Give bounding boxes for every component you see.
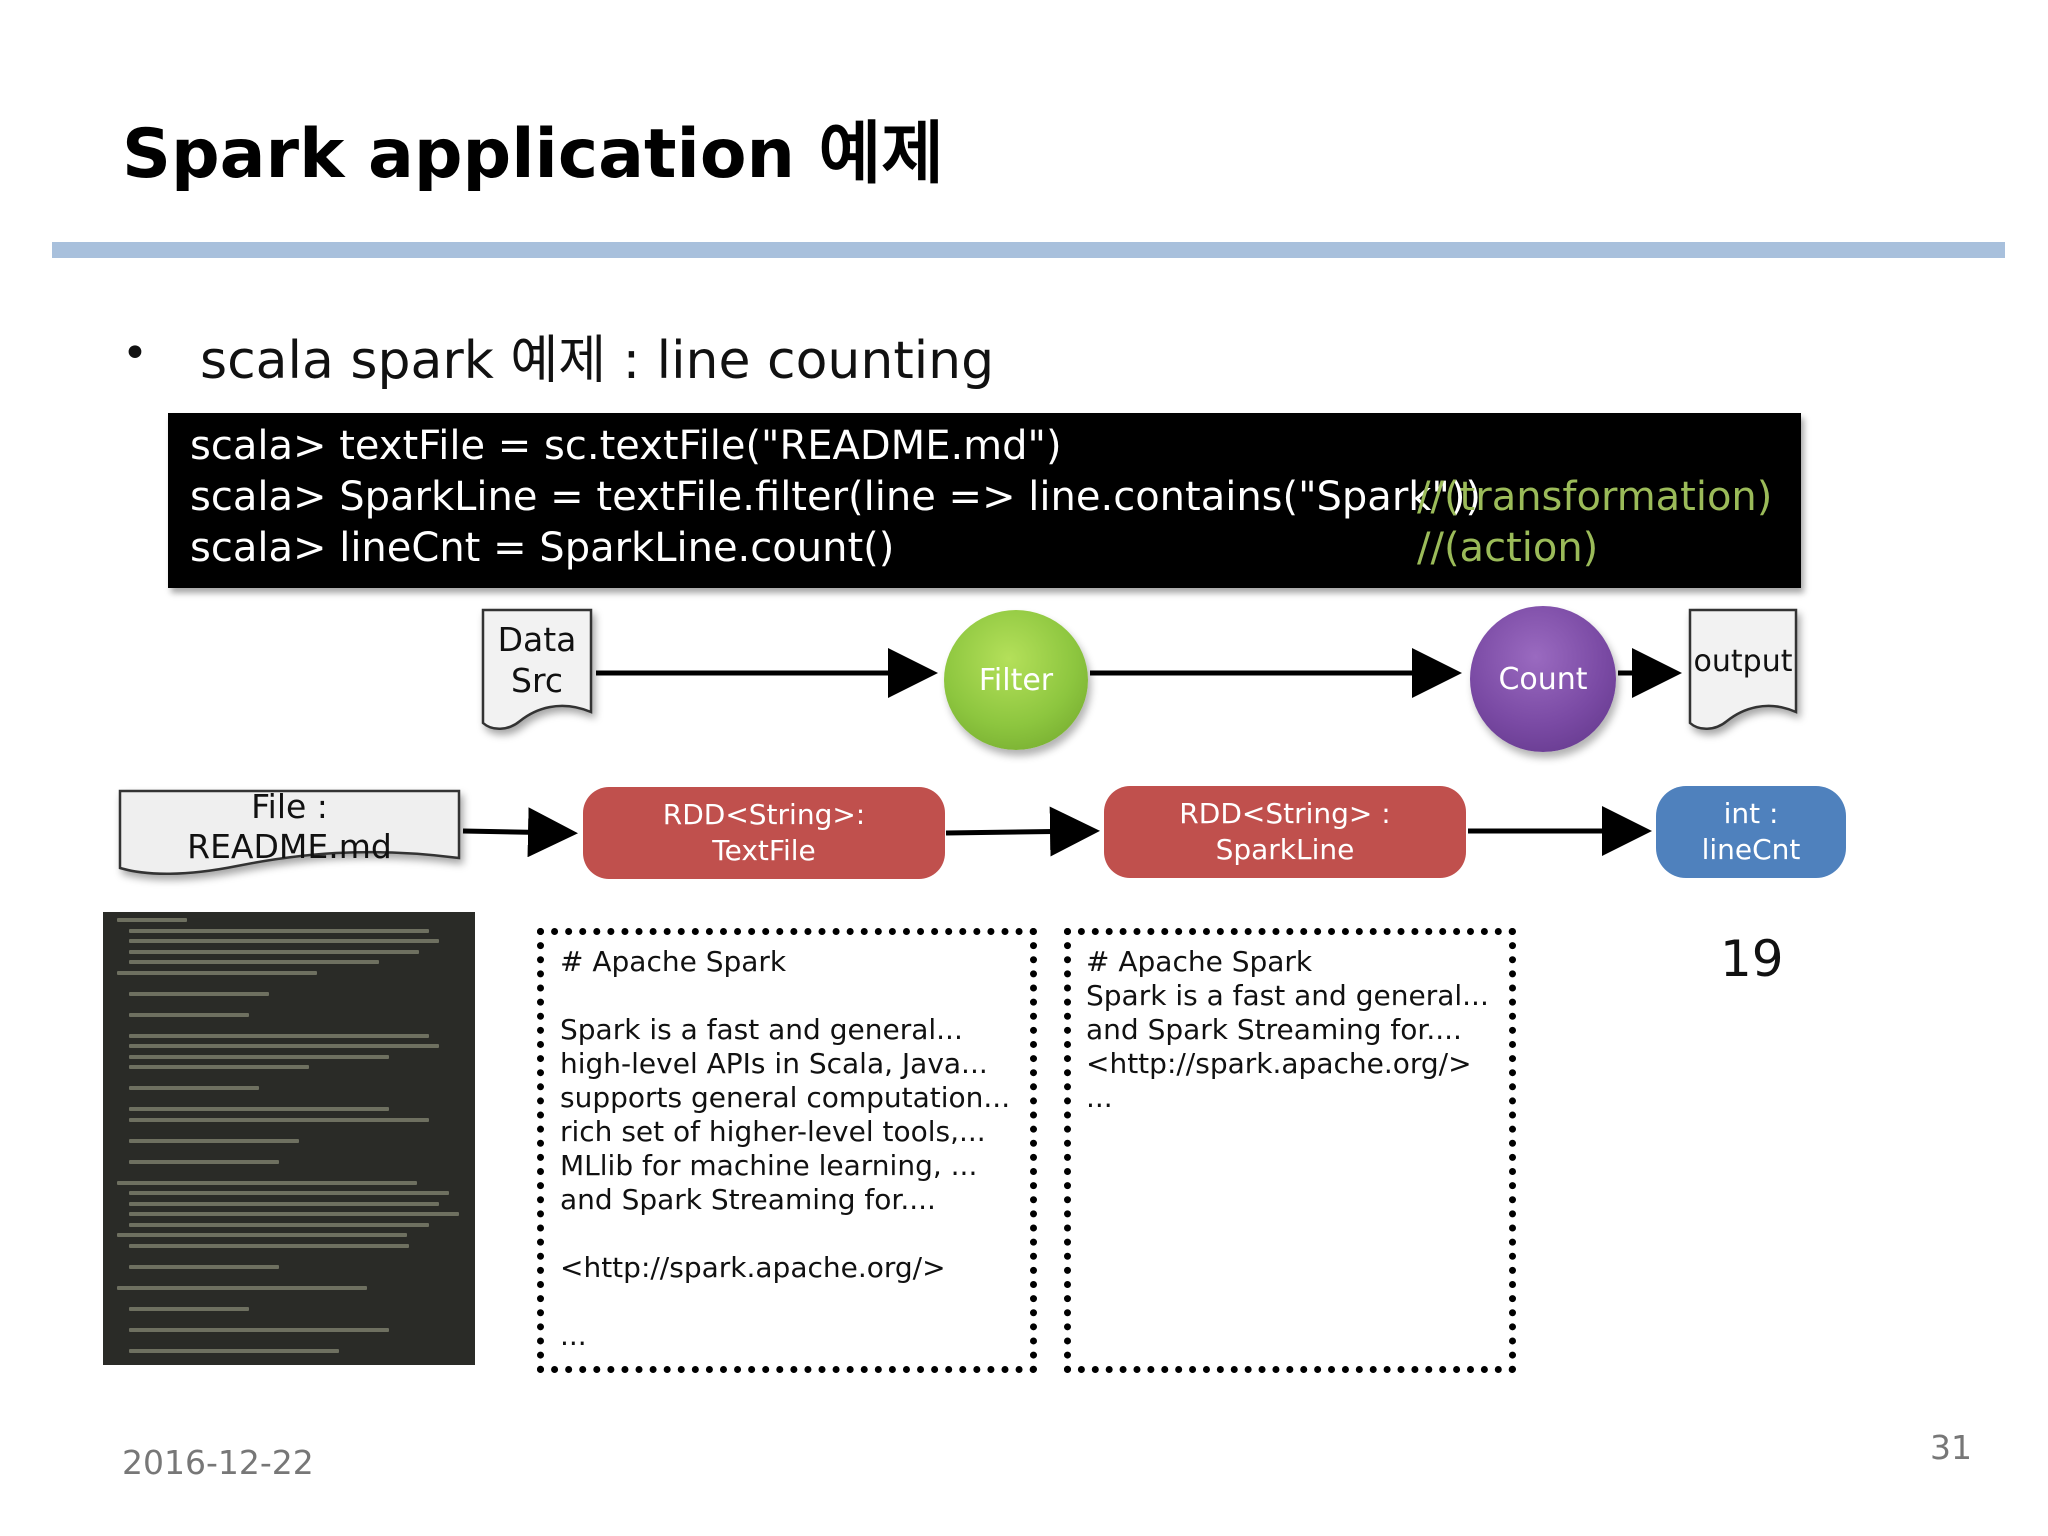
textfile-line-7: MLlib for machine learning, ... xyxy=(560,1149,978,1182)
file-label-1: File : xyxy=(251,787,328,826)
code-comment-transformation: //(transformation) xyxy=(1417,474,1773,520)
thumbnail-text-line xyxy=(129,1033,429,1038)
thumbnail-text-line xyxy=(117,970,317,975)
line-count-result: 19 xyxy=(1720,930,1784,988)
file-shape: File : README.md xyxy=(117,787,462,878)
thumbnail-text-line xyxy=(117,918,187,922)
textfile-line-10: <http://spark.apache.org/> xyxy=(560,1251,946,1284)
thumbnail-text-line xyxy=(129,1191,449,1195)
count-label: Count xyxy=(1498,661,1588,697)
textfile-line-12: ... xyxy=(560,1319,587,1352)
sparkline-line-3: and Spark Streaming for.... xyxy=(1086,1013,1462,1046)
rdd-sparkline-type: RDD<String> : xyxy=(1179,797,1391,830)
sparkline-line-5: ... xyxy=(1086,1081,1113,1114)
thumbnail-text-line xyxy=(129,949,419,954)
thumbnail-text-line xyxy=(129,960,379,964)
count-node: Count xyxy=(1470,606,1616,752)
thumbnail-text-line xyxy=(117,1233,407,1237)
filter-node: Filter xyxy=(944,610,1088,750)
rdd-textfile-type: RDD<String>: xyxy=(662,798,866,831)
textfile-line-8: and Spark Streaming for.... xyxy=(560,1183,936,1216)
thumbnail-text-line xyxy=(129,1044,439,1048)
sparkline-line-4: <http://spark.apache.org/> xyxy=(1086,1047,1472,1080)
document-shape-icon xyxy=(481,608,593,730)
bullet-text: scala spark 예제 : line counting xyxy=(200,331,995,391)
thumbnail-text-line xyxy=(129,1065,309,1069)
slide-title: Spark application 예제 xyxy=(122,115,944,194)
code-block: scala> textFile = sc.textFile("README.md… xyxy=(168,413,1801,588)
sparkline-contents-box: # Apache Spark Spark is a fast and gener… xyxy=(1064,928,1516,1373)
thumbnail-text-line xyxy=(129,1201,439,1206)
thumbnail-text-line xyxy=(129,1117,429,1122)
thumbnail-text-line xyxy=(129,1107,389,1111)
sparkline-line-1: # Apache Spark xyxy=(1086,945,1313,978)
thumbnail-text-line xyxy=(117,1180,417,1185)
file-label-2: README.md xyxy=(187,827,392,866)
int-linecnt-node: int : lineCnt xyxy=(1656,786,1846,878)
rdd-sparkline-node: RDD<String> : SparkLine xyxy=(1104,786,1466,878)
data-source-shape: Data Src xyxy=(480,607,594,735)
thumbnail-text-line xyxy=(129,1327,389,1332)
code-line-3: scala> lineCnt = SparkLine.count() xyxy=(190,525,895,571)
thumbnail-text-line xyxy=(129,1012,249,1017)
rdd-sparkline-name: SparkLine xyxy=(1215,833,1355,866)
thumbnail-text-line xyxy=(129,1159,279,1164)
thumbnail-text-line xyxy=(129,1243,409,1248)
thumbnail-text-line xyxy=(129,991,269,996)
thumbnail-text-line xyxy=(129,928,429,933)
int-linecnt-name: lineCnt xyxy=(1701,833,1801,866)
arrow-file-to-rdd1 xyxy=(462,807,578,858)
thumbnail-text-line xyxy=(129,939,439,943)
thumbnail-text-line xyxy=(129,1086,259,1090)
textfile-line-6: rich set of higher-level tools,... xyxy=(560,1115,986,1148)
title-divider xyxy=(52,242,2005,258)
thumbnail-text-line xyxy=(129,1264,279,1269)
data-source-label-2: Src xyxy=(511,661,563,700)
output-label: output xyxy=(1693,644,1793,679)
rdd-textfile-name: TextFile xyxy=(712,834,816,867)
textfile-line-1: # Apache Spark xyxy=(560,945,787,978)
bullet-marker: • xyxy=(122,328,148,379)
thumbnail-text-line xyxy=(129,1348,339,1353)
readme-screenshot-thumbnail xyxy=(103,912,475,1365)
thumbnail-text-line xyxy=(129,1222,429,1227)
textfile-line-5: supports general computation... xyxy=(560,1081,1011,1114)
rdd-textfile-node: RDD<String>: TextFile xyxy=(583,787,945,879)
thumbnail-text-line xyxy=(129,1138,299,1143)
thumbnail-text-line xyxy=(117,1285,367,1290)
textfile-line-4: high-level APIs in Scala, Java... xyxy=(560,1047,988,1080)
code-comment-action: //(action) xyxy=(1417,525,1599,571)
code-line-2: scala> SparkLine = textFile.filter(line … xyxy=(190,474,1482,520)
page-number: 31 xyxy=(1930,1428,1972,1467)
textfile-contents-box: # Apache Spark Spark is a fast and gener… xyxy=(537,928,1037,1373)
thumbnail-text-line xyxy=(129,1306,249,1311)
filter-label: Filter xyxy=(978,662,1054,698)
output-shape: output xyxy=(1687,607,1799,735)
document-shape-icon xyxy=(1688,608,1798,730)
arrow-rdd1-to-rdd2 xyxy=(945,806,1100,857)
slide-date: 2016-12-22 xyxy=(122,1443,314,1482)
data-source-label-1: Data xyxy=(497,620,577,659)
int-linecnt-type: int : xyxy=(1723,797,1779,830)
sparkline-line-2: Spark is a fast and general... xyxy=(1086,979,1489,1012)
code-line-1: scala> textFile = sc.textFile("README.md… xyxy=(190,423,1062,469)
thumbnail-text-line xyxy=(129,1212,459,1216)
textfile-line-3: Spark is a fast and general... xyxy=(560,1013,963,1046)
thumbnail-text-line xyxy=(129,1054,389,1059)
document-shape-icon xyxy=(118,789,461,876)
